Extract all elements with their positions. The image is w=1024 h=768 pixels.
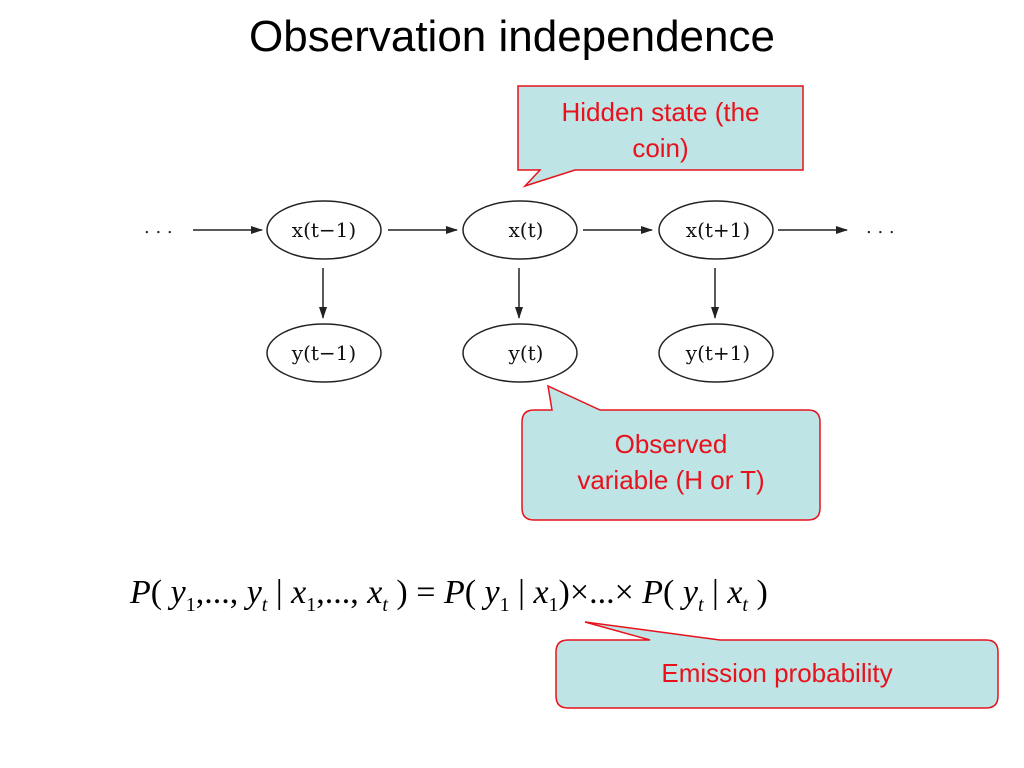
hidden-state-callout-text: Hidden state (the coin): [518, 94, 803, 166]
observed-node-next-label: y(t+1): [685, 341, 750, 365]
formula-sub: 1: [548, 593, 559, 616]
formula-x: x: [727, 574, 743, 611]
formula-sub: t: [261, 593, 268, 616]
hidden-node-next: x(t+1): [658, 200, 774, 260]
ellipsis-left: . . .: [144, 217, 173, 238]
hidden-node-current: x(t): [462, 200, 578, 260]
formula-p: P: [642, 574, 664, 611]
formula-dots-comma: ,...,: [195, 574, 239, 611]
formula-sub: t: [742, 593, 748, 616]
formula-sub: 1: [306, 593, 317, 616]
formula-times: ×: [614, 574, 634, 611]
slide-title: Observation independence: [249, 12, 775, 61]
formula-p: P: [130, 574, 151, 611]
formula-times: ×: [569, 574, 590, 611]
formula-x: x: [367, 574, 383, 611]
hidden-node-current-label: x(t): [509, 218, 544, 242]
formula-bar: |: [518, 574, 525, 611]
observation-independence-formula: P( y1,..., yt | x1,..., xt ) = P( y1 | x…: [130, 574, 900, 626]
formula-dots-comma: ,...,: [316, 574, 359, 611]
formula-y: y: [682, 574, 698, 611]
observed-variable-callout-line2: variable (H or T): [577, 465, 765, 495]
hidden-node-prev-label: x(t−1): [292, 218, 356, 242]
observed-variable-callout-text: Observed variable (H or T): [522, 426, 820, 498]
observed-node-next: y(t+1): [658, 323, 774, 383]
formula-lparen: (: [464, 574, 477, 611]
hidden-state-callout-line2: coin): [632, 133, 689, 163]
formula-bar: |: [712, 574, 719, 611]
formula-y: y: [484, 574, 500, 611]
hidden-node-next-label: x(t+1): [686, 218, 750, 242]
hidden-state-callout-line1: Hidden state (the: [561, 97, 760, 127]
emission-probability-callout: [555, 621, 999, 709]
emission-probability-callout-line1: Emission probability: [661, 658, 893, 688]
formula-sub: t: [697, 593, 704, 616]
formula-equals: =: [416, 574, 436, 611]
observed-node-prev-label: y(t−1): [291, 341, 356, 365]
observed-variable-callout-line1: Observed: [614, 429, 728, 459]
formula-lparen: (: [150, 574, 163, 611]
formula-y: y: [170, 574, 186, 611]
formula-lparen: (: [663, 574, 675, 611]
formula-y: y: [246, 574, 262, 611]
hidden-state-callout: [517, 85, 804, 188]
formula-x: x: [291, 574, 307, 611]
emission-probability-callout-text: Emission probability: [556, 655, 998, 691]
formula-rparen: ): [756, 574, 768, 611]
formula-rparen: ): [396, 574, 408, 611]
formula-sub: 1: [185, 593, 196, 616]
observed-variable-callout: [521, 384, 821, 521]
observed-node-prev: y(t−1): [266, 323, 382, 383]
formula-sub: 1: [499, 593, 510, 616]
observed-node-current: y(t): [462, 323, 578, 383]
ellipsis-right: . . .: [866, 217, 895, 238]
formula-rparen: ): [558, 574, 570, 611]
formula-sub: t: [382, 593, 388, 616]
formula-x: x: [533, 574, 549, 611]
formula-bar: |: [275, 574, 283, 611]
observed-node-current-label: y(t): [508, 341, 544, 365]
hidden-node-prev: x(t−1): [266, 200, 382, 260]
formula-dots: ...: [589, 574, 615, 611]
formula-p: P: [443, 574, 465, 611]
